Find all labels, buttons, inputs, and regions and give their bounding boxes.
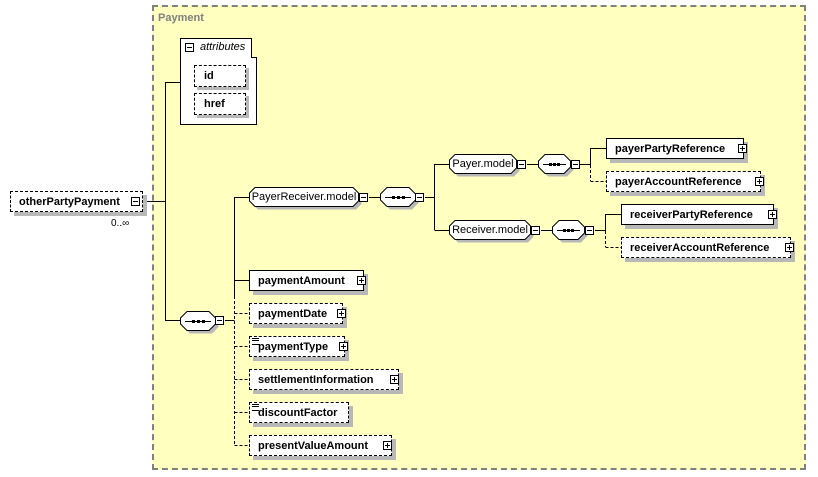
element-receiverPartyReference[interactable]: receiverPartyReference (621, 204, 774, 225)
element-presentValueAmount[interactable]: presentValueAmount (249, 435, 392, 456)
sequence-icon (180, 311, 219, 334)
sequence-collapse-icon[interactable] (215, 316, 224, 325)
attributes-collapse-icon[interactable] (185, 43, 194, 52)
model-label: Payer.model (452, 158, 514, 170)
root-element-otherPartyPayment[interactable]: otherPartyPayment (10, 191, 143, 212)
expand-icon[interactable] (768, 210, 777, 219)
element-paymentType[interactable]: paymentType (249, 336, 345, 357)
element-label: paymentDate (258, 307, 328, 320)
expand-icon[interactable] (357, 276, 366, 285)
group-title: Payment (158, 12, 204, 24)
sequence-icon (552, 220, 588, 243)
expand-icon[interactable] (339, 342, 348, 351)
element-label: discountFactor (258, 406, 338, 419)
sequence-compositor-3 (538, 154, 574, 177)
simple-type-icon (252, 338, 259, 345)
element-payerPartyReference[interactable]: payerPartyReference (606, 138, 744, 159)
sequence-compositor (180, 311, 219, 334)
sequence-icon (380, 187, 419, 210)
model-shape (449, 220, 534, 243)
payer-model-collapse-icon[interactable] (517, 160, 526, 169)
element-label: payerPartyReference (615, 142, 726, 155)
occurrence-label: 0..∞ (111, 218, 130, 229)
element-label: receiverAccountReference (630, 241, 770, 254)
element-receiverAccountReference[interactable]: receiverAccountReference (621, 237, 791, 258)
expand-icon[interactable] (738, 144, 747, 153)
model-shape (449, 154, 520, 177)
element-label: paymentAmount (258, 274, 345, 287)
element-label: presentValueAmount (258, 439, 369, 452)
attributes-label: attributes (200, 41, 246, 53)
element-paymentAmount[interactable]: paymentAmount (249, 270, 364, 291)
expand-icon[interactable] (785, 243, 794, 252)
attribute-href[interactable]: href (194, 93, 246, 115)
sequence-4-collapse-icon[interactable] (585, 226, 594, 235)
sequence-icon (538, 154, 574, 177)
collapse-icon[interactable] (131, 197, 140, 206)
expand-icon[interactable] (755, 177, 764, 186)
receiver-model-collapse-icon[interactable] (531, 226, 540, 235)
expand-icon[interactable] (337, 309, 346, 318)
element-label: payerAccountReference (615, 175, 742, 188)
group-payer-model[interactable]: Payer.model (449, 154, 520, 177)
sequence-3-collapse-icon[interactable] (571, 160, 580, 169)
root-element-label: otherPartyPayment (19, 195, 120, 208)
attribute-id[interactable]: id (194, 65, 246, 87)
model-label: Receiver.model (452, 224, 528, 236)
group-payer-receiver-model[interactable]: PayerReceiver.model (249, 187, 362, 210)
element-label: paymentType (258, 340, 329, 353)
element-payerAccountReference[interactable]: payerAccountReference (606, 171, 761, 192)
payer-receiver-collapse-icon[interactable] (359, 193, 368, 202)
element-discountFactor[interactable]: discountFactor (249, 402, 349, 423)
model-label: PayerReceiver.model (251, 191, 357, 203)
element-label: receiverPartyReference (630, 208, 753, 221)
expand-icon[interactable] (383, 441, 392, 450)
model-shape (249, 187, 362, 210)
element-paymentDate[interactable]: paymentDate (249, 303, 343, 324)
element-label: settlementInformation (258, 373, 374, 386)
element-settlementInformation[interactable]: settlementInformation (249, 369, 399, 390)
sequence-2-collapse-icon[interactable] (415, 193, 424, 202)
sequence-compositor-4 (552, 220, 588, 243)
expand-icon[interactable] (390, 375, 399, 384)
sequence-compositor-2 (380, 187, 419, 210)
simple-type-icon (252, 404, 259, 411)
group-receiver-model[interactable]: Receiver.model (449, 220, 534, 243)
